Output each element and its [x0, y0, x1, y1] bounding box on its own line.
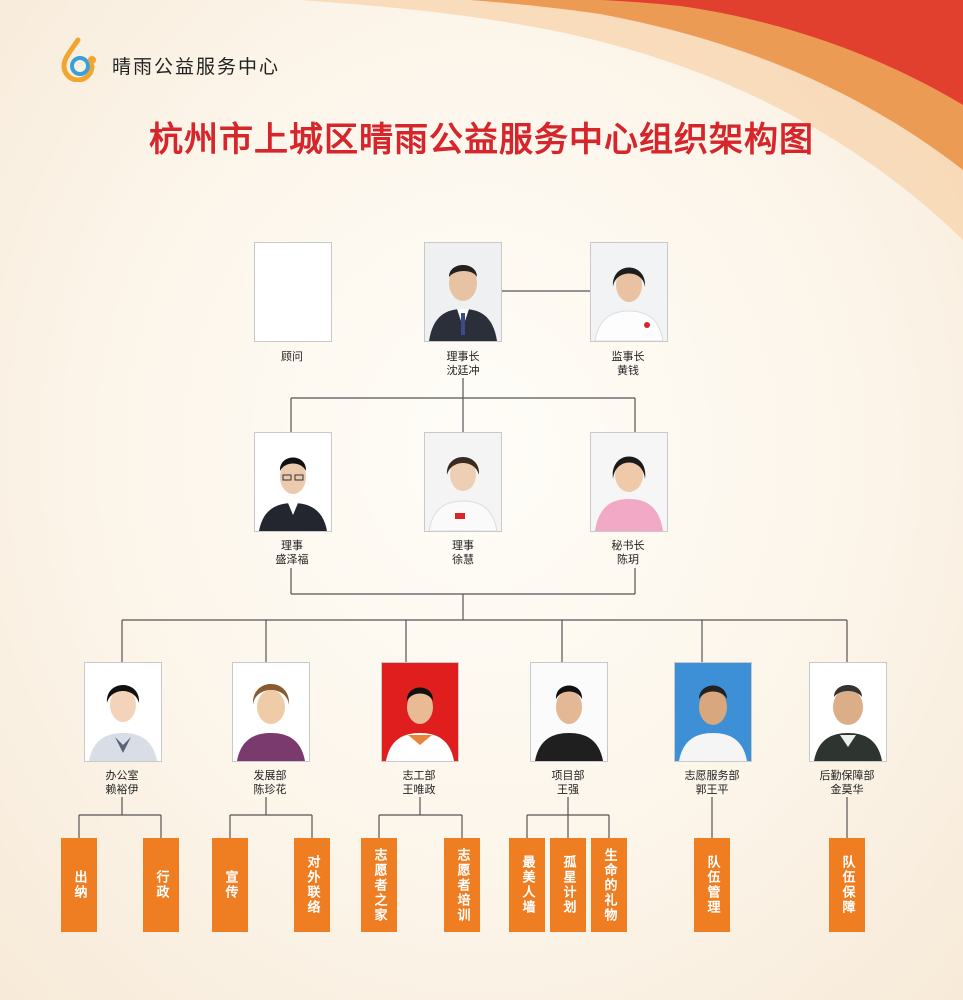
develop-label: 发展部陈珍花	[210, 769, 330, 797]
director2-photo	[424, 432, 502, 532]
box-external-liaison: 对外联络	[294, 838, 330, 932]
volunteer-role: 志愿服务部	[684, 769, 740, 782]
director1-label: 理事盛泽福	[232, 539, 352, 567]
top-banner	[300, 0, 963, 240]
chairman-photo	[424, 242, 502, 342]
develop-photo	[232, 662, 310, 762]
logistics-role: 后勤保障部	[819, 769, 875, 782]
page-title: 杭州市上城区晴雨公益服务中心组织架构图	[149, 120, 814, 160]
director1-name: 盛泽福	[275, 553, 309, 566]
project-role: 项目部	[551, 769, 585, 782]
logistics-photo	[809, 662, 887, 762]
director2-label: 理事徐慧	[403, 539, 523, 567]
box-gift-of-life: 生命的礼物	[591, 838, 627, 932]
box-publicity: 宣传	[212, 838, 248, 932]
social-label: 志工部王唯政	[359, 769, 479, 797]
logo-icon	[61, 37, 96, 82]
office-photo	[84, 662, 162, 762]
director2-role: 理事	[452, 539, 474, 552]
advisor-photo-placeholder	[254, 242, 332, 342]
chairman-label: 理事长沈廷冲	[403, 350, 523, 378]
project-label: 项目部王强	[508, 769, 628, 797]
director1-photo	[254, 432, 332, 532]
box-volunteer-home: 志愿者之家	[361, 838, 397, 932]
box-volunteer-training: 志愿者培训	[444, 838, 480, 932]
box-team-support: 队伍保障	[829, 838, 865, 932]
director2-name: 徐慧	[452, 553, 474, 566]
office-label: 办公室赖裕伊	[62, 769, 182, 797]
box-human-wall: 最美人墙	[509, 838, 545, 932]
volunteer-label: 志愿服务部郭王平	[652, 769, 772, 797]
supervisor-role: 监事长	[611, 350, 645, 363]
office-name: 赖裕伊	[105, 783, 139, 796]
supervisor-label: 监事长黄钱	[568, 350, 688, 378]
logistics-name: 金莫华	[830, 783, 864, 796]
project-name: 王强	[557, 783, 579, 796]
social-role: 志工部	[402, 769, 436, 782]
develop-name: 陈珍花	[253, 783, 287, 796]
chairman-role: 理事长	[446, 350, 480, 363]
social-name: 王唯政	[402, 783, 436, 796]
develop-role: 发展部	[253, 769, 287, 782]
office-role: 办公室	[105, 769, 139, 782]
advisor-role: 顾问	[281, 350, 303, 363]
volunteer-name: 郭王平	[695, 783, 729, 796]
supervisor-name: 黄钱	[617, 364, 639, 377]
box-team-management: 队伍管理	[694, 838, 730, 932]
supervisor-photo	[590, 242, 668, 342]
secretary-role: 秘书长	[611, 539, 645, 552]
volunteer-photo	[674, 662, 752, 762]
logo-text: 晴雨公益服务中心	[112, 56, 281, 78]
box-cashier: 出纳	[61, 838, 97, 932]
box-lone-star-plan: 孤星计划	[550, 838, 586, 932]
logistics-label: 后勤保障部金莫华	[787, 769, 907, 797]
director1-role: 理事	[281, 539, 303, 552]
box-admin: 行政	[143, 838, 179, 932]
secretary-label: 秘书长陈玥	[568, 539, 688, 567]
project-photo	[530, 662, 608, 762]
secretary-name: 陈玥	[617, 553, 639, 566]
secretary-photo	[590, 432, 668, 532]
chairman-name: 沈廷冲	[446, 364, 480, 377]
social-photo	[381, 662, 459, 762]
